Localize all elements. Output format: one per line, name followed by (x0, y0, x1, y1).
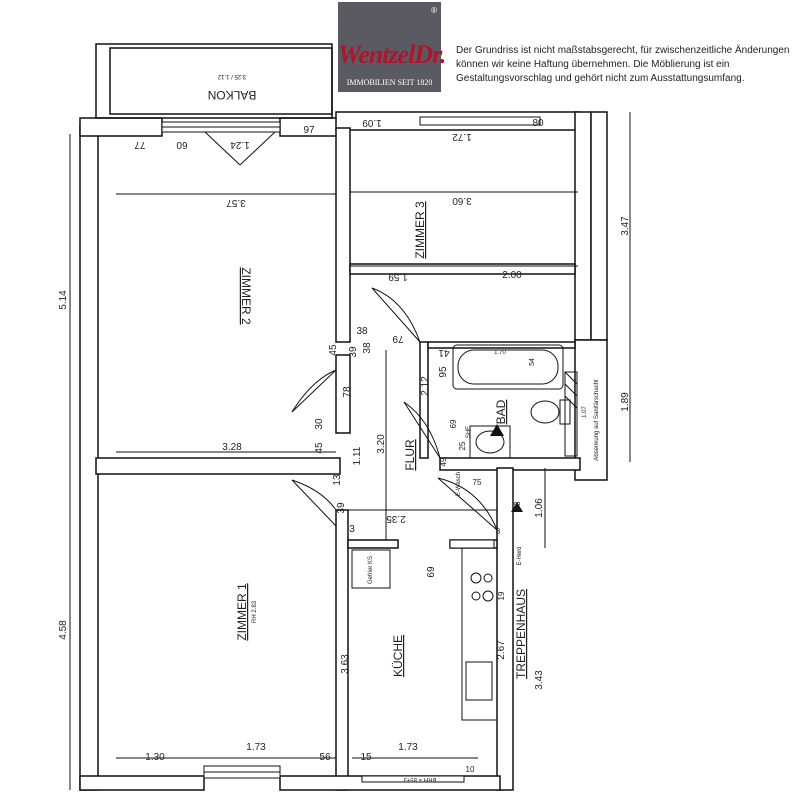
dim-label: 1.73 (246, 742, 266, 753)
dim-label: 3 (349, 524, 355, 535)
room-label-balkon: BALKON (208, 88, 257, 102)
dim-label: 95 (438, 366, 449, 378)
dim-label: 41 (438, 347, 450, 358)
dim-label: 13 (332, 474, 343, 486)
dim-label: 56 (319, 752, 331, 763)
dim-label: 38 (356, 326, 368, 337)
dim-label: 1.09 (362, 117, 382, 128)
dim-label: 3.28 (222, 442, 242, 453)
dim-label: 2.67 (496, 640, 507, 660)
room-label-zimmer3: ZIMMER 3 (413, 201, 427, 259)
dim-label: 3.47 (620, 216, 631, 236)
she-note: SHE (466, 426, 472, 438)
dim-label: 1.73 (398, 742, 418, 753)
dim-label: 77 (134, 139, 146, 150)
dim-label: 3.57 (226, 197, 246, 208)
dim-label: 3.60 (452, 195, 472, 206)
dim-label: 3.43 (534, 670, 545, 690)
dim-label: 25 (458, 441, 467, 450)
dim-label: 1.70 (494, 350, 506, 356)
logo-registered-mark: ® (431, 6, 437, 15)
bathtub (452, 344, 564, 390)
dim-label: 1.11 (352, 446, 363, 465)
dim-label: 80 (532, 118, 544, 129)
room-label-flur: FLUR (403, 439, 417, 471)
dim-label: 79 (392, 333, 404, 344)
dim-label: 97 (303, 125, 315, 136)
company-logo: WentzelDr. ® IMMOBILIEN SEIT 1820 (338, 2, 446, 92)
sanitary-shaft (564, 371, 578, 457)
disclaimer-text: Der Grundriss ist nicht maßstabsgerecht,… (456, 45, 790, 84)
dim-label: 39 (348, 346, 359, 358)
dim-label: 39 (336, 502, 347, 514)
dim-label: 3.63 (340, 654, 351, 674)
room-label-treppenhaus: TREPPENHAUS (514, 589, 528, 679)
washbasin (469, 425, 511, 459)
e-herd-note: E-Herd (517, 546, 523, 565)
balkon-area (95, 43, 333, 119)
room-labels: BALKON ZIMMER 2 ZIMMER 3 ZIMMER 1 FLUR B… (208, 88, 528, 679)
dim-label: 38 (362, 342, 373, 354)
dim-label: 49 (439, 457, 448, 466)
brh-note: BRH = 85+3 (403, 776, 437, 782)
dim-label: 1.72 (452, 131, 472, 142)
dimension-lines (69, 112, 631, 790)
dim-label: 69 (449, 419, 458, 428)
dim-label: 5.14 (58, 290, 69, 310)
dim-label: 1.59 (388, 271, 408, 282)
dimension-labels: 1.24 77 60 97 3.57 3.28 5.14 4.58 1.09 1… (58, 117, 631, 774)
dim-label: 30 (314, 418, 325, 430)
notes: 3.25 / 1.12 RH 2.83 Gefrier KS BRH = 85+… (217, 73, 600, 782)
dim-label: 45 (314, 442, 325, 454)
warning-icon (490, 424, 523, 512)
ceiling-height-note: RH 2.83 (252, 600, 258, 623)
gefrier-note: Gefrier KS (368, 556, 374, 584)
doors (204, 131, 498, 531)
room-label-zimmer1: ZIMMER 1 (235, 583, 249, 641)
logo-tagline: IMMOBILIEN SEIT 1820 (346, 78, 433, 87)
dim-label: 1.24 (230, 139, 250, 150)
dim-label: 1.06 (534, 498, 545, 518)
windows (161, 116, 541, 783)
room-label-kueche: KÜCHE (391, 635, 405, 677)
e-wasch-note: E-Wasch (456, 472, 462, 496)
dim-label: 45 (328, 344, 339, 356)
logo-brand: WentzelDr. (338, 40, 446, 69)
kitchen-counter (351, 547, 498, 721)
dim-label: 2.00 (502, 270, 522, 281)
toilet (530, 399, 571, 425)
dim-label: 2.12 (420, 376, 431, 396)
dim-label: 78 (342, 386, 353, 398)
absenkung-note: Absenkung auf Sanitärschacht (594, 379, 600, 461)
dim-label: 54 (529, 358, 536, 366)
dim-label: 1.07 (582, 406, 588, 418)
dim-label: 75 (473, 478, 482, 487)
balkon-dim-note: 3.25 / 1.12 (217, 73, 246, 79)
dim-label: 4.58 (58, 620, 69, 640)
dim-label: 19 (497, 591, 506, 600)
room-label-bad: BAD (494, 399, 508, 424)
dim-label: 60 (176, 139, 188, 150)
walls (79, 111, 608, 791)
dim-label: 1.89 (620, 392, 631, 412)
dim-label: 3.20 (376, 434, 387, 454)
dim-label: 2.35 (386, 513, 406, 524)
dim-label: 8 (496, 527, 501, 536)
dim-label: 1.30 (145, 752, 165, 763)
room-label-zimmer2: ZIMMER 2 (239, 267, 253, 325)
dim-label: 10 (466, 765, 475, 774)
dim-label: 68 (513, 501, 522, 510)
dim-label: 15 (360, 752, 372, 763)
dim-label: 69 (426, 566, 437, 578)
